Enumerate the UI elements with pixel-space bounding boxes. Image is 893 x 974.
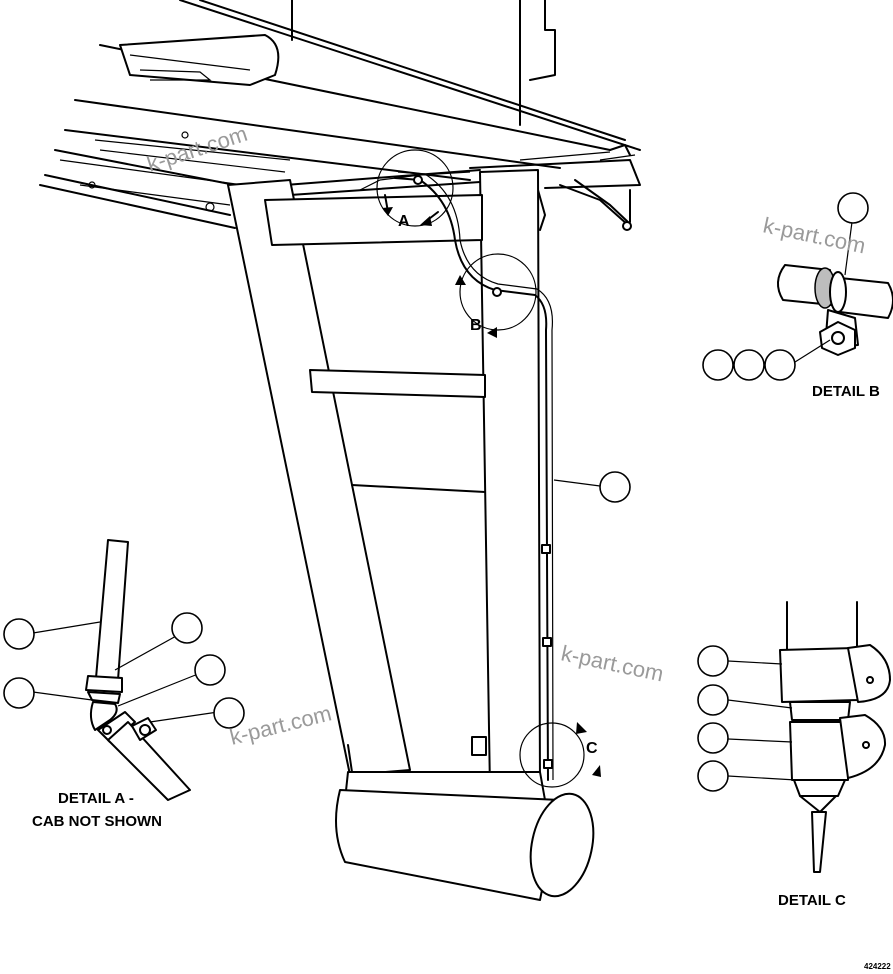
detail-b-view	[702, 192, 893, 381]
detail-a-bubble-elbow	[3, 677, 35, 709]
watermark-3: k-part.com	[559, 640, 666, 686]
detail-c-bubble-3	[697, 722, 729, 754]
callout-circle-a	[376, 149, 454, 227]
detail-a-title: DETAIL A -	[58, 790, 134, 807]
machine-frame	[39, 0, 641, 231]
ladder-assembly	[227, 169, 595, 901]
detail-a-bubble-hose	[3, 618, 35, 650]
detail-b-bubble-2	[733, 349, 765, 381]
detail-a-subtitle: CAB NOT SHOWN	[32, 813, 162, 830]
detail-a-bubble-seal	[171, 612, 203, 644]
detail-c-bubble-4	[697, 760, 729, 792]
detail-b-bubble-1	[702, 349, 734, 381]
detail-c-view	[697, 601, 891, 873]
detail-b-title: DETAIL B	[812, 383, 880, 400]
callout-letter-c: C	[586, 740, 598, 757]
detail-c-title: DETAIL C	[778, 892, 846, 909]
callout-letter-b: B	[470, 317, 482, 334]
watermark-1: k-part.com	[144, 121, 251, 177]
detail-b-bubble-3	[764, 349, 796, 381]
item-bubble-hose	[599, 471, 631, 503]
callout-circle-b	[455, 253, 537, 338]
callout-letter-a: A	[398, 213, 410, 230]
detail-c-bubble-1	[697, 645, 729, 677]
detail-a-view	[3, 539, 245, 801]
detail-a-bubble-fitting	[213, 697, 245, 729]
detail-c-bubble-2	[697, 684, 729, 716]
callout-circle-c	[519, 722, 601, 788]
detail-b-bubble-clamp	[837, 192, 869, 224]
detail-a-bubble-adapter	[194, 654, 226, 686]
figure-number: 424222	[864, 962, 891, 971]
